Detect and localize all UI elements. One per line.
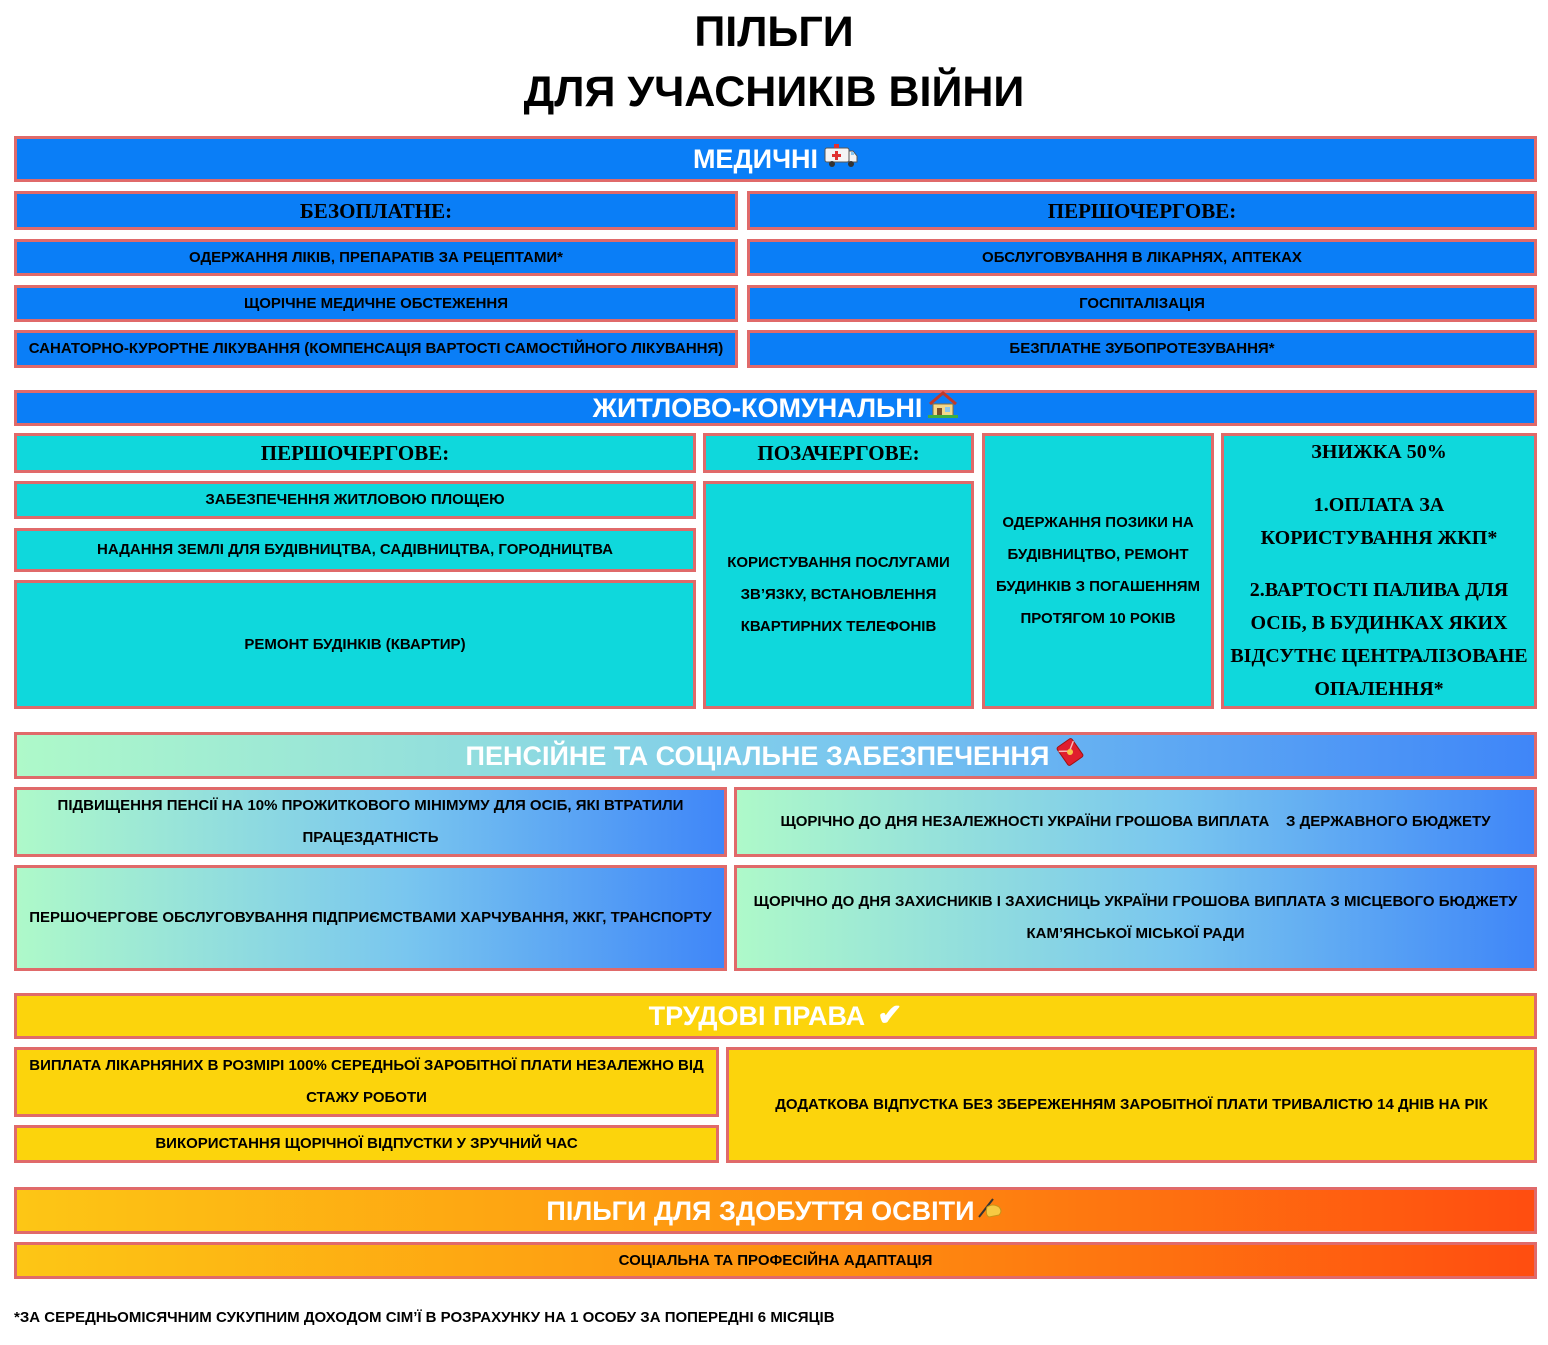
writing-hand-icon xyxy=(975,1193,1005,1228)
medical-free-title: БЕЗОПЛАТНЕ: xyxy=(14,191,738,230)
labor-item-3: ДОДАТКОВА ВІДПУСТКА БЕЗ ЗБЕРЕЖЕННЯМ ЗАРО… xyxy=(726,1047,1537,1163)
ambulance-icon xyxy=(824,143,858,176)
section-labor-header: ТРУДОВІ ПРАВА ✔ xyxy=(14,993,1537,1039)
housing-priority-title: ПЕРШОЧЕРГОВЕ: xyxy=(14,433,696,473)
pension-item-3: ПЕРШОЧЕРГОВЕ ОБСЛУГОВУВАННЯ ПІДПРИЄМСТВА… xyxy=(14,865,727,971)
section-labor-title: ТРУДОВІ ПРАВА xyxy=(648,1001,866,1031)
house-icon xyxy=(928,390,959,426)
red-envelope-icon xyxy=(1055,737,1085,774)
labor-item-2: ВИКОРИСТАННЯ ЩОРІЧНОЇ ВІДПУСТКИ У ЗРУЧНИ… xyxy=(14,1125,719,1163)
labor-item-1: ВИПЛАТА ЛІКАРНЯНИХ В РОЗМІРІ 100% СЕРЕДН… xyxy=(14,1047,719,1117)
section-education-title: ПІЛЬГИ ДЛЯ ЗДОБУТТЯ ОСВІТИ xyxy=(546,1195,975,1226)
housing-out-of-turn-title: ПОЗАЧЕРГОВЕ: xyxy=(703,433,974,473)
housing-priority-item-1: ЗАБЕЗПЕЧЕННЯ ЖИТЛОВОЮ ПЛОЩЕЮ xyxy=(14,481,696,519)
housing-discount-title: ЗНИЖКА 50% xyxy=(1311,441,1447,463)
section-housing-title: ЖИТЛОВО-КОМУНАЛЬНІ xyxy=(592,393,923,423)
section-housing-header: ЖИТЛОВО-КОМУНАЛЬНІ xyxy=(14,390,1537,426)
housing-out-of-turn-item: КОРИСТУВАННЯ ПОСЛУГАМИ ЗВ’ЯЗКУ, ВСТАНОВЛ… xyxy=(703,481,974,709)
page-title-line1: ПІЛЬГИ xyxy=(694,8,854,56)
housing-priority-item-2: НАДАННЯ ЗЕМЛІ ДЛЯ БУДІВНИЦТВА, САДІВНИЦТ… xyxy=(14,528,696,572)
page-title-line2: ДЛЯ УЧАСНИКІВ ВІЙНИ xyxy=(523,68,1025,116)
medical-free-item-1: ОДЕРЖАННЯ ЛІКІВ, ПРЕПАРАТІВ ЗА РЕЦЕПТАМИ… xyxy=(14,239,738,276)
footnote: *ЗА СЕРЕДНЬОМІСЯЧНИМ СУКУПНИМ ДОХОДОМ СІ… xyxy=(14,1309,835,1326)
check-icon: ✔ xyxy=(877,999,903,1032)
housing-discount: ЗНИЖКА 50% 1.ОПЛАТА ЗА КОРИСТУВАННЯ ЖКП*… xyxy=(1221,433,1537,709)
pension-item-2: ЩОРІЧНО ДО ДНЯ НЕЗАЛЕЖНОСТІ УКРАЇНИ ГРОШ… xyxy=(734,787,1537,857)
section-pension-header: ПЕНСІЙНЕ ТА СОЦІАЛЬНЕ ЗАБЕЗПЕЧЕННЯ xyxy=(14,732,1537,779)
pension-item-4: ЩОРІЧНО ДО ДНЯ ЗАХИСНИКІВ І ЗАХИСНИЦЬ УК… xyxy=(734,865,1537,971)
medical-priority-item-3: БЕЗПЛАТНЕ ЗУБОПРОТЕЗУВАННЯ* xyxy=(747,330,1537,368)
housing-loan: ОДЕРЖАННЯ ПОЗИКИ НА БУДІВНИЦТВО, РЕМОНТ … xyxy=(982,433,1214,709)
housing-discount-item-1: 1.ОПЛАТА ЗА КОРИСТУВАННЯ ЖКП* xyxy=(1260,493,1498,549)
medical-free-item-3: САНАТОРНО-КУРОРТНЕ ЛІКУВАННЯ (КОМПЕНСАЦІ… xyxy=(14,330,738,368)
medical-priority-title: ПЕРШОЧЕРГОВЕ: xyxy=(747,191,1537,230)
education-item: СОЦІАЛЬНА ТА ПРОФЕСІЙНА АДАПТАЦІЯ xyxy=(14,1242,1537,1279)
medical-priority-item-2: ГОСПІТАЛІЗАЦІЯ xyxy=(747,285,1537,322)
section-medical-header: МЕДИЧНІ xyxy=(14,136,1537,182)
section-medical-title: МЕДИЧНІ xyxy=(692,144,819,174)
medical-priority-item-1: ОБСЛУГОВУВАННЯ В ЛІКАРНЯХ, АПТЕКАХ xyxy=(747,239,1537,276)
housing-priority-item-3: РЕМОНТ БУДІНКІВ (КВАРТИР) xyxy=(14,580,696,709)
medical-free-item-2: ЩОРІЧНЕ МЕДИЧНЕ ОБСТЕЖЕННЯ xyxy=(14,285,738,322)
section-pension-title: ПЕНСІЙНЕ ТА СОЦІАЛЬНЕ ЗАБЕЗПЕЧЕННЯ xyxy=(465,740,1050,771)
housing-discount-item-2: 2.ВАРТОСТІ ПАЛИВА ДЛЯ ОСІБ, В БУДИНКАХ Я… xyxy=(1230,579,1528,700)
section-education-header: ПІЛЬГИ ДЛЯ ЗДОБУТТЯ ОСВІТИ xyxy=(14,1187,1537,1234)
pension-item-1: ПІДВИЩЕННЯ ПЕНСІЇ НА 10% ПРОЖИТКОВОГО МІ… xyxy=(14,787,727,857)
